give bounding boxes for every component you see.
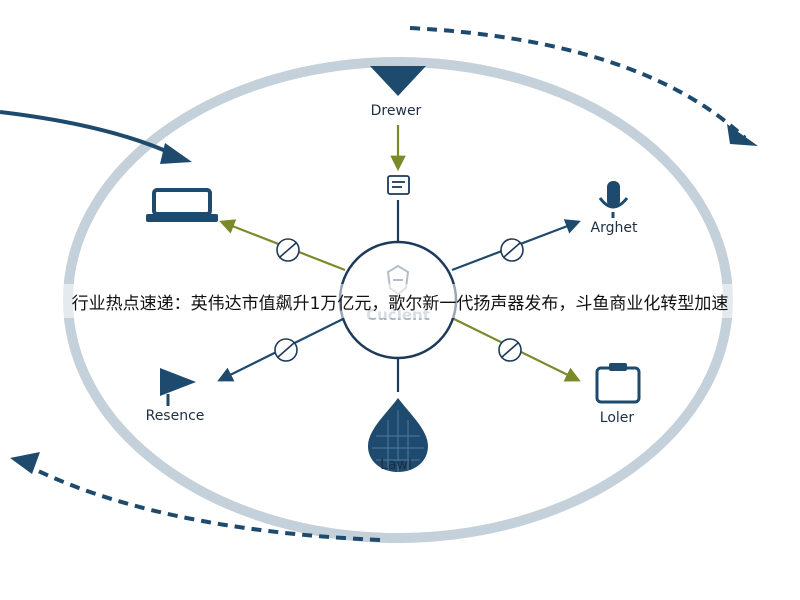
dashed-arc-bottom-left-head <box>10 452 40 474</box>
dashed-arc-top-right <box>409 26 747 140</box>
document-icon <box>387 175 410 195</box>
dashed-arc-bottom-left <box>19 460 381 542</box>
node-top-label: Drewer <box>371 103 422 119</box>
marker-top-left <box>276 238 300 262</box>
node-top: Drewer <box>370 66 426 119</box>
node-bottom-left-label: Resence <box>146 408 205 424</box>
marker-bottom-right <box>498 338 522 362</box>
funnel-icon <box>370 66 426 96</box>
incoming-arrow <box>0 110 176 157</box>
node-bottom-right: Loler <box>595 363 641 426</box>
headline-text: 行业热点速递：英伟达市值飙升1万亿元，歌尔新一代扬声器发布，斗鱼商业化转型加速 <box>71 293 729 314</box>
node-bottom-label: Lawl <box>380 457 412 473</box>
dashed-arc-top-right-head <box>727 124 758 146</box>
marker-bottom-left <box>274 338 298 362</box>
node-bottom: Lawl <box>368 398 428 473</box>
spoke-markers <box>274 238 524 362</box>
node-top-right-label: Arghet <box>591 220 638 236</box>
node-bottom-left: Resence <box>146 368 205 424</box>
node-top-right: Arghet <box>591 181 638 236</box>
node-bottom-right-label: Loler <box>600 410 635 426</box>
clipboard-icon <box>595 363 641 404</box>
node-top-left <box>146 188 218 222</box>
microphone-icon <box>598 181 629 218</box>
play-flag-icon <box>160 368 196 406</box>
marker-top-right <box>500 238 524 262</box>
headline-banner: 行业热点速递：英伟达市值飙升1万亿元，歌尔新一代扬声器发布，斗鱼商业化转型加速 <box>0 284 800 318</box>
incoming-arrow-head <box>160 143 192 164</box>
laptop-icon <box>146 188 218 222</box>
water-drop-icon <box>368 398 428 472</box>
